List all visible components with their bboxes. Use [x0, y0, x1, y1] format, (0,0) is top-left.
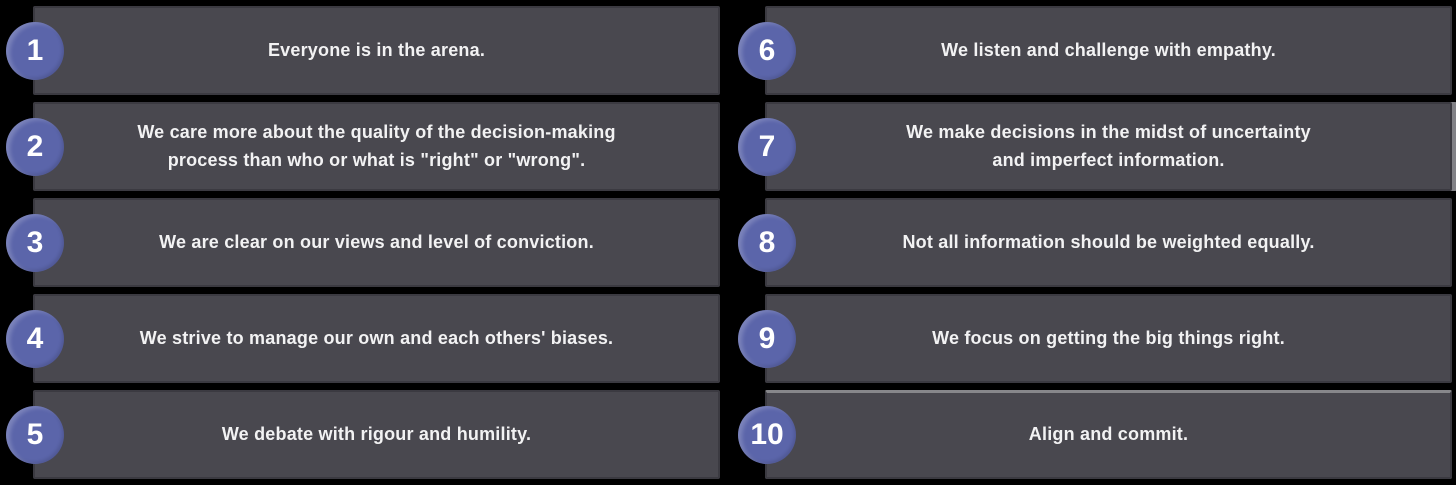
value-text: We listen and challenge with empathy.	[941, 39, 1276, 60]
value-text: Align and commit.	[1028, 424, 1189, 445]
value-text: We strive to manage our own and each oth…	[139, 327, 614, 348]
value-number-badge: 1	[6, 21, 64, 80]
value-card-8: 8 Not all information should be weighted…	[738, 198, 1452, 287]
value-text: We focus on getting the big things right…	[932, 327, 1285, 348]
values-column-left: 1 Everyone is in the arena. 2 We care mo…	[6, 0, 720, 479]
value-number: 8	[758, 225, 776, 259]
values-column-right: 6 We listen and challenge with empathy. …	[738, 0, 1452, 479]
value-number: 10	[750, 418, 784, 451]
value-text: We make decisions in the midst of uncert…	[906, 121, 1311, 170]
value-card-3: 3 We are clear on our views and level of…	[6, 198, 720, 287]
value-number: 6	[758, 33, 776, 67]
value-text: Everyone is in the arena.	[267, 39, 486, 60]
value-text: We are clear on our views and level of c…	[159, 231, 594, 252]
value-number-badge: 5	[6, 405, 64, 464]
value-number-badge: 10	[738, 406, 796, 464]
value-number: 7	[758, 129, 776, 163]
value-number-badge: 9	[738, 309, 796, 368]
value-text: We care more about the quality of the de…	[137, 121, 616, 170]
value-card-1: 1 Everyone is in the arena.	[6, 6, 720, 95]
value-text: We debate with rigour and humility.	[221, 423, 532, 444]
value-card-4: 4 We strive to manage our own and each o…	[6, 294, 720, 383]
value-number: 5	[26, 417, 44, 451]
value-number: 4	[26, 321, 44, 355]
value-card-7: 7 We make decisions in the midst of unce…	[738, 102, 1452, 191]
value-card-10: 10 Align and commit.	[738, 390, 1452, 479]
value-card-9: 9 We focus on getting the big things rig…	[738, 294, 1452, 383]
value-number: 3	[26, 225, 44, 259]
value-text: Not all information should be weighted e…	[902, 231, 1315, 252]
value-number: 2	[26, 129, 44, 163]
value-card-6: 6 We listen and challenge with empathy.	[738, 6, 1452, 95]
value-number: 9	[758, 321, 776, 355]
value-number-badge: 8	[738, 213, 796, 272]
value-number-badge: 6	[738, 21, 796, 80]
value-number-badge: 3	[6, 213, 64, 272]
value-card-5: 5 We debate with rigour and humility.	[6, 390, 720, 479]
value-number: 1	[26, 33, 44, 67]
value-number-badge: 4	[6, 309, 64, 368]
value-number-badge: 7	[738, 117, 796, 176]
value-card-2: 2 We care more about the quality of the …	[6, 102, 720, 191]
value-number-badge: 2	[6, 117, 64, 176]
